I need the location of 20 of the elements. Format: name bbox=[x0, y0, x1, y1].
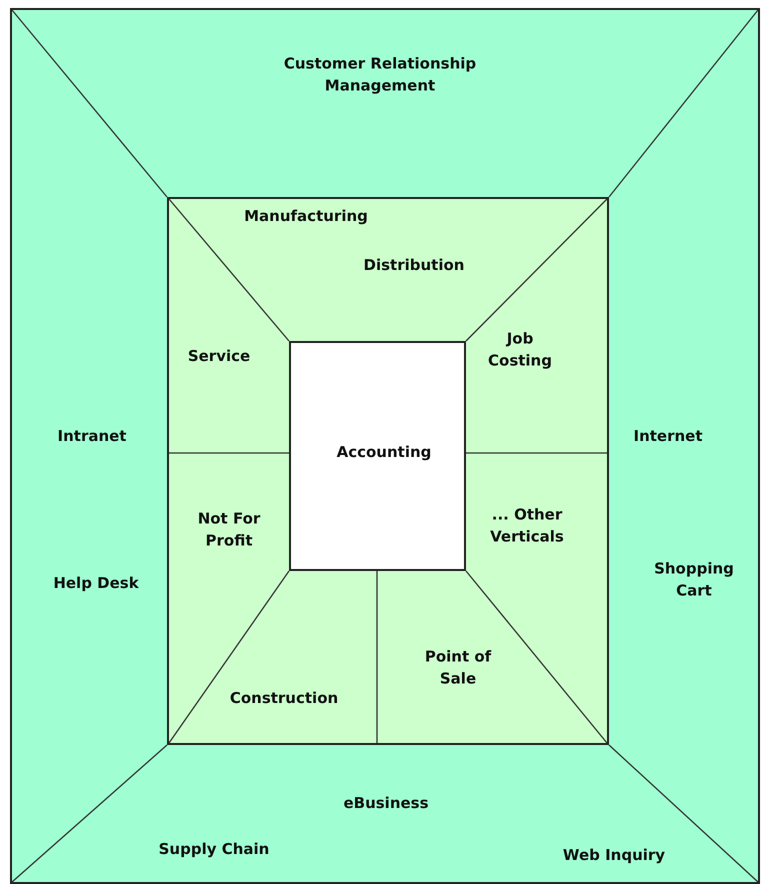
region-label: Internet bbox=[633, 426, 703, 448]
region-label: Point of Sale bbox=[424, 646, 492, 689]
outer-region bbox=[10, 8, 760, 884]
region-label: Not For Profit bbox=[196, 508, 262, 551]
middle-region bbox=[167, 197, 609, 745]
region-label: Help Desk bbox=[53, 573, 139, 594]
region-label: Customer Relationship Management bbox=[282, 53, 478, 96]
region-label: Service bbox=[188, 346, 250, 368]
region-label: eBusiness bbox=[343, 793, 429, 814]
region-label: Accounting bbox=[336, 442, 432, 464]
region-label: Job Costing bbox=[487, 328, 553, 371]
region-label: Shopping Cart bbox=[653, 558, 735, 601]
region-label: Construction bbox=[230, 688, 338, 710]
region-label: Distribution bbox=[364, 255, 464, 276]
center-box bbox=[289, 341, 466, 571]
region-label: ... Other Verticals bbox=[489, 504, 565, 547]
region-label: Manufacturing bbox=[244, 206, 368, 228]
region-label: Intranet bbox=[58, 426, 126, 448]
region-label: Supply Chain bbox=[158, 839, 270, 860]
region-label: Web Inquiry bbox=[562, 845, 666, 866]
